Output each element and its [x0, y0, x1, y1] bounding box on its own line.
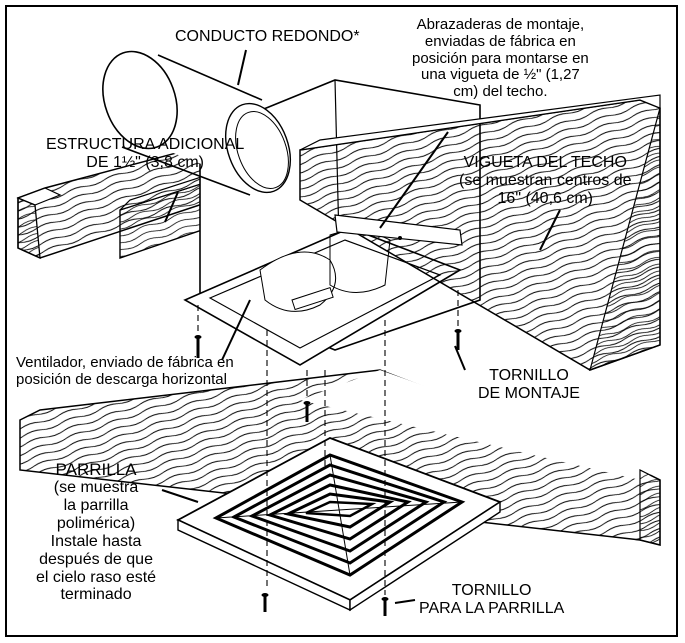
mounting-screw-2 [303, 401, 311, 422]
alignment-lines [197, 290, 459, 595]
mounting-screw-label: TORNILLO DE MONTAJE [478, 367, 580, 402]
mounting-screw-3 [454, 329, 462, 350]
grille [175, 437, 502, 612]
grille-screw-1 [261, 593, 269, 612]
grille-label: PARRILLA (se muestra la parrilla polimér… [36, 460, 157, 604]
round-duct-label: CONDUCTO REDONDO* [175, 28, 360, 45]
ceiling-joist-right [299, 94, 661, 371]
ceiling-joist-label: VIGUETA DEL TECHO (se muestran centros d… [459, 154, 632, 207]
diagram-frame [5, 5, 678, 637]
mounting-brackets-label: Abrazaderas de montaje, enviadas de fábr… [412, 16, 589, 101]
leader-lines [161, 49, 561, 604]
mounting-screw-1 [194, 335, 202, 358]
additional-framing-label: ESTRUCTURA ADICIONAL DE 1½" (3,8 cm) [46, 136, 245, 171]
grille-screw-2 [381, 597, 389, 616]
mounting-bracket [334, 214, 463, 246]
fan-label: Ventilador, enviado de fábrica en posici… [16, 354, 234, 388]
round-duct [102, 50, 291, 196]
grille-screw-label: TORNILLO PARA LA PARRILLA [419, 582, 565, 617]
